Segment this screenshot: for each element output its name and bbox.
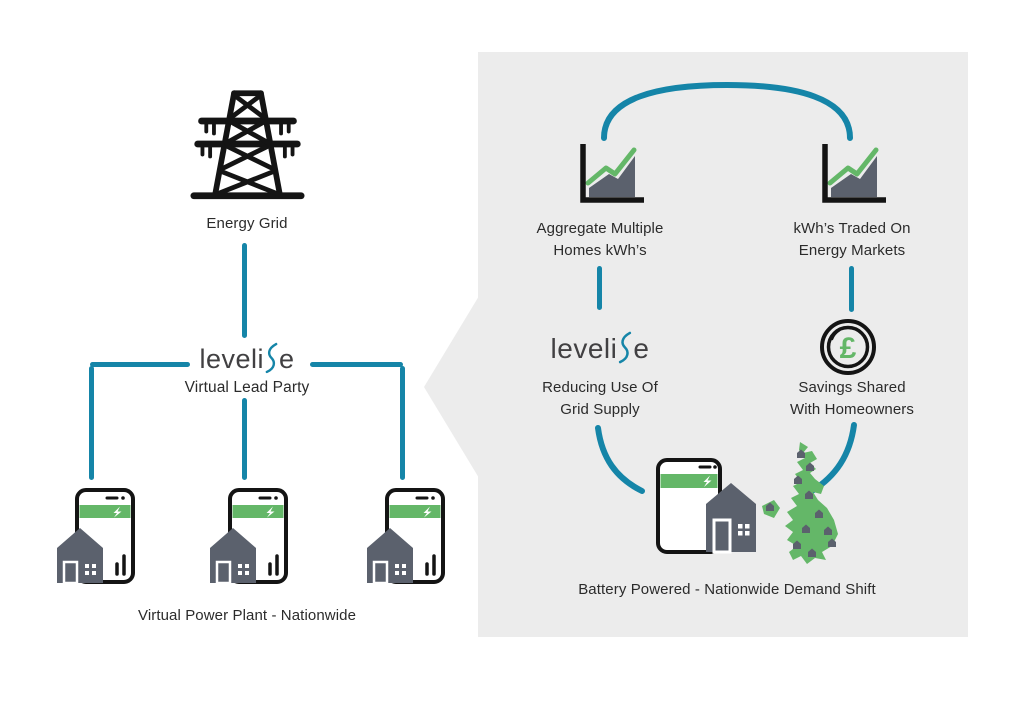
line-chart-icon <box>580 144 644 203</box>
savings-label-line2: With Homeowners <box>789 401 915 418</box>
traded-label-line2: Energy Markets <box>798 242 906 259</box>
virtual-lead-party-label: Virtual Lead Party <box>184 379 310 396</box>
traded-label-line1: kWh’s Traded On <box>793 220 911 237</box>
savings-label: Savings Shared With Homeowners <box>752 377 952 421</box>
levelise-wave-icon <box>619 331 632 364</box>
panel-arrow-left <box>424 296 479 478</box>
reducing-label-line1: Reducing Use Of <box>542 379 658 396</box>
pound-coin-icon: £ <box>820 319 876 375</box>
reducing-label-line2: Grid Supply <box>560 401 640 418</box>
traded-label: kWh’s Traded On Energy Markets <box>752 218 952 262</box>
battery-phone-icon <box>656 458 756 554</box>
levelise-logo-text: leveli <box>199 344 264 374</box>
aggregate-label: Aggregate Multiple Homes kWh’s <box>500 218 700 262</box>
levelise-logo: leveli e <box>150 336 344 375</box>
aggregate-label-line2: Homes kWh’s <box>553 242 647 259</box>
levelise-logo-text-end: e <box>633 333 650 364</box>
line-traded-to-coin <box>849 266 854 312</box>
line-aggregate-to-logo <box>597 266 602 310</box>
home-phone-icon <box>57 488 135 585</box>
uk-map-icon <box>762 442 838 564</box>
line-drop-center <box>242 398 247 480</box>
levelise-wave-icon <box>265 342 278 374</box>
line-drop-left <box>89 366 94 480</box>
pylon-icon <box>190 90 305 200</box>
vpp-caption: Virtual Power Plant - Nationwide <box>137 607 357 624</box>
reducing-label: Reducing Use Of Grid Supply <box>500 377 700 421</box>
energy-grid-label: Energy Grid <box>206 215 288 232</box>
line-drop-right <box>400 366 405 480</box>
home-phone-icon <box>367 488 445 585</box>
flow-arc-top <box>601 81 853 141</box>
line-hub-left-arm <box>90 362 190 367</box>
battery-caption: Battery Powered - Nationwide Demand Shif… <box>578 581 876 598</box>
pound-symbol: £ <box>840 332 857 365</box>
savings-label-line1: Savings Shared <box>798 379 906 396</box>
line-chart-icon <box>822 144 886 203</box>
aggregate-label-line1: Aggregate Multiple <box>536 220 664 237</box>
levelise-logo: leveli e <box>500 325 700 365</box>
flow-arc-bottom-left <box>595 425 645 494</box>
home-phone-icon <box>210 488 288 585</box>
levelise-logo-text-end: e <box>279 344 295 374</box>
line-grid-to-hub <box>242 243 247 338</box>
line-hub-right-arm <box>310 362 403 367</box>
levelise-logo-text: leveli <box>550 333 618 364</box>
